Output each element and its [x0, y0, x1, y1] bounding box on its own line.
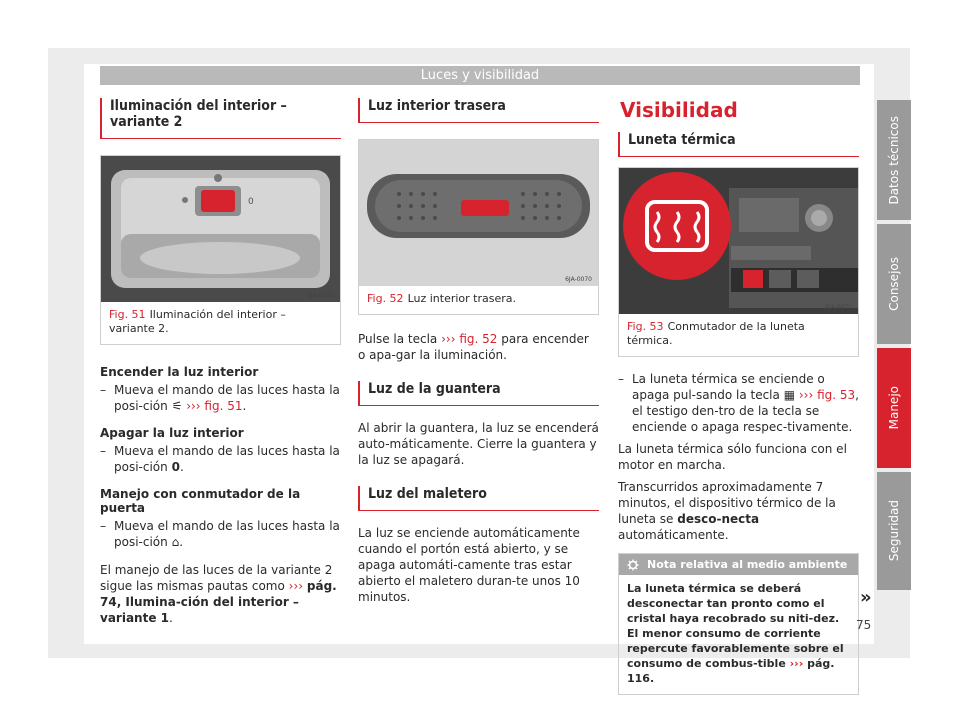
bullet-item: –Mueva el mando de las luces hasta la po… [100, 383, 340, 413]
section-title: Luz interior trasera [358, 98, 599, 123]
page-link[interactable]: pág. 74, Ilumina-ción del interior – var… [100, 579, 337, 625]
bullet-item: –Mueva el mando de las luces hasta la po… [100, 444, 340, 474]
tab-seguridad[interactable]: Seguridad [877, 472, 911, 590]
rear-light-illustration [359, 140, 598, 286]
tab-consejos[interactable]: Consejos [877, 224, 911, 344]
paragraph: Al abrir la guantera, la luz se encender… [358, 421, 599, 467]
door-light-icon: ⚟ [171, 399, 183, 413]
section-title: Luneta térmica [618, 132, 859, 157]
section-title: Luz del maletero [358, 486, 599, 511]
tab-datos-tecnicos[interactable]: Datos técnicos [877, 100, 911, 220]
page-link[interactable]: pág. 116 [627, 657, 835, 685]
paragraph: Transcurridos aproximadamente 7 minutos,… [618, 480, 836, 542]
gear-icon [627, 559, 639, 570]
section-title: Luz de la guantera [358, 381, 599, 406]
rear-light-image: 6JA-0070 [359, 140, 598, 286]
door-contact-icon: ⌂ [171, 535, 180, 549]
paragraph: La luz se enciende automáticamente cuand… [358, 526, 580, 604]
section-title: Iluminación del interior – variante 2 [100, 98, 341, 139]
figure-link[interactable]: fig. 51 [204, 399, 243, 413]
tab-manejo[interactable]: Manejo [877, 348, 911, 468]
continue-marker: » [860, 587, 872, 608]
paragraph: El manejo de las luces de la variante 2 … [100, 563, 337, 625]
note-header: Nota relativa al medio ambiente [619, 554, 858, 575]
note-body: La luneta térmica se deberá desconectar … [627, 582, 844, 685]
interior-light-image: 0 6JA-0069 [101, 156, 340, 302]
interior-light-illustration: 0 [101, 156, 340, 302]
subheading: Apagar la luz interior [100, 426, 244, 440]
rear-defroster-image: 6JA-0071 [619, 168, 858, 314]
figure-link[interactable]: fig. 52 [459, 332, 498, 346]
running-header: Luces y visibilidad [100, 66, 860, 85]
chapter-title: Visibilidad [620, 98, 738, 122]
figure-link[interactable]: fig. 53 [817, 388, 856, 402]
bullet-item: –La luneta térmica se enciende o apaga p… [618, 372, 859, 434]
subheading: Manejo con conmutador de la puerta [100, 487, 301, 515]
subheading: Encender la luz interior [100, 365, 259, 379]
paragraph: La luneta térmica sólo funciona con el m… [618, 442, 847, 472]
svg-text:0: 0 [248, 197, 254, 207]
page-number: 75 [856, 618, 872, 632]
column-visibility: Visibilidad Luneta térmica 6JA-0071 Fig.… [618, 98, 859, 695]
environment-note: Nota relativa al medio ambiente La lunet… [618, 553, 859, 695]
rear-defroster-illustration [619, 168, 858, 314]
bullet-item: –Mueva el mando de las luces hasta la po… [100, 519, 340, 549]
rear-defroster-icon: ▦ [783, 388, 796, 402]
column-interior-light-v2: Iluminación del interior – variante 2 0 … [100, 98, 341, 626]
paragraph: Pulse la tecla ››› fig. 52 para encender… [358, 332, 589, 362]
